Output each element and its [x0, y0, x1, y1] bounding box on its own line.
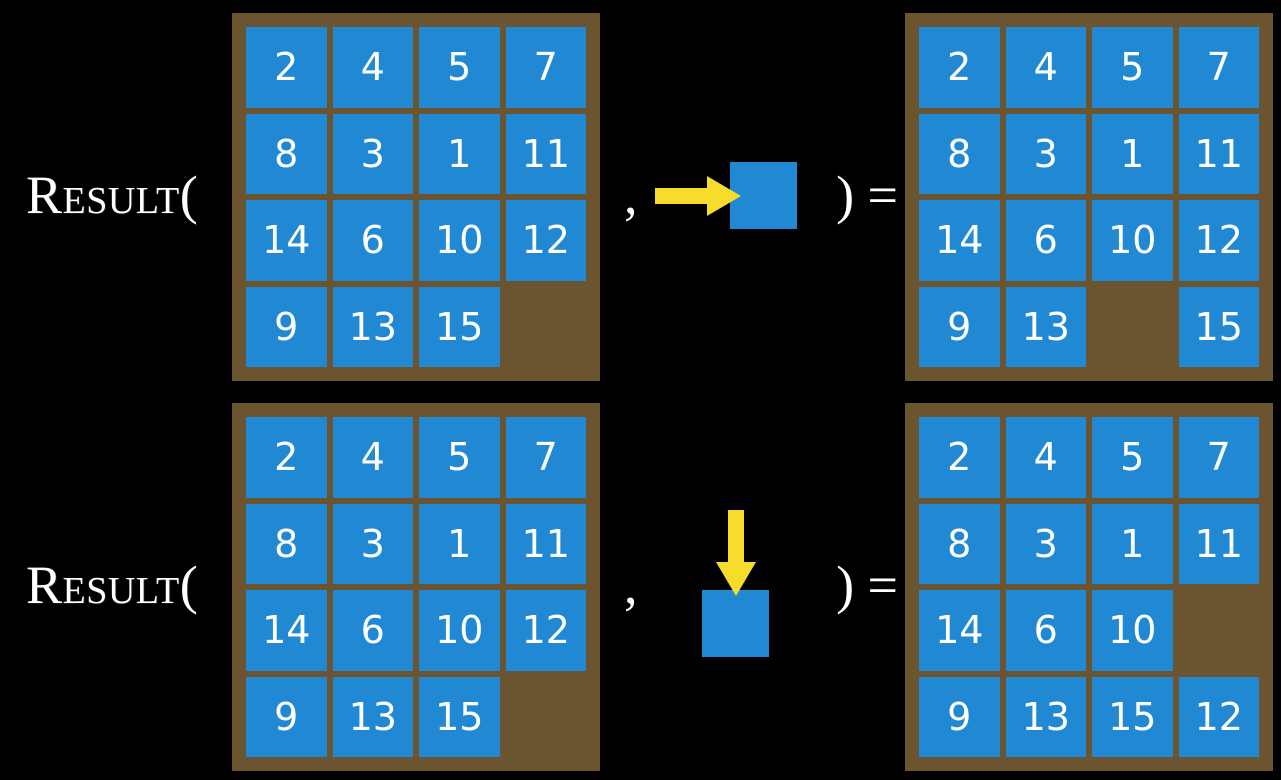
tile[interactable]: 6 — [332, 590, 413, 671]
arrow-right-icon — [655, 176, 741, 216]
tile[interactable]: 5 — [1092, 417, 1173, 498]
tile[interactable]: 3 — [332, 503, 413, 584]
result-label-row-2: Result( — [26, 555, 199, 615]
tile[interactable]: 12 — [1178, 676, 1259, 757]
result-label-row-1: Result( — [26, 165, 199, 225]
blank-tile — [1179, 590, 1260, 671]
equation-row-2: Result( 2 4 5 7 8 3 1 11 14 6 10 12 9 13… — [0, 390, 1281, 780]
blank-tile — [1092, 287, 1173, 368]
tile[interactable]: 1 — [419, 113, 500, 194]
tile-grid: 2 4 5 7 8 3 1 11 14 6 10 9 13 15 12 — [919, 417, 1259, 757]
tile[interactable]: 6 — [1005, 590, 1086, 671]
tile-grid: 2 4 5 7 8 3 1 11 14 6 10 12 9 13 15 — [919, 27, 1259, 367]
tile-grid: 2 4 5 7 8 3 1 11 14 6 10 12 9 13 15 — [246, 27, 586, 367]
tile[interactable]: 6 — [1005, 200, 1086, 281]
tile-grid: 2 4 5 7 8 3 1 11 14 6 10 12 9 13 15 — [246, 417, 586, 757]
tile[interactable]: 7 — [505, 27, 586, 108]
tile[interactable]: 8 — [919, 503, 1000, 584]
tile[interactable]: 11 — [505, 113, 586, 194]
tile[interactable]: 1 — [419, 503, 500, 584]
tile[interactable]: 8 — [919, 113, 1000, 194]
input-board-row-2: 2 4 5 7 8 3 1 11 14 6 10 12 9 13 15 — [232, 403, 600, 771]
tile[interactable]: 4 — [1005, 27, 1086, 108]
tile[interactable]: 10 — [419, 590, 500, 671]
action-figure — [600, 390, 900, 780]
tile[interactable]: 8 — [246, 503, 327, 584]
blank-tile — [506, 287, 587, 368]
blank-tile — [506, 677, 587, 758]
tile[interactable]: 2 — [919, 417, 1000, 498]
tile[interactable]: 12 — [1178, 200, 1259, 281]
tile[interactable]: 9 — [919, 676, 1000, 757]
tile[interactable]: 12 — [505, 590, 586, 671]
input-board-row-1: 2 4 5 7 8 3 1 11 14 6 10 12 9 13 15 — [232, 13, 600, 381]
arrow-down-icon — [716, 510, 756, 596]
tile[interactable]: 13 — [332, 676, 413, 757]
tile[interactable]: 11 — [1178, 503, 1259, 584]
tile[interactable]: 10 — [419, 200, 500, 281]
tile[interactable]: 14 — [246, 590, 327, 671]
tile[interactable]: 5 — [419, 417, 500, 498]
tile[interactable]: 5 — [1092, 27, 1173, 108]
action-tile[interactable] — [730, 162, 797, 229]
action-zone-row-2: , ) = — [600, 390, 900, 780]
comma-separator: , — [624, 165, 638, 225]
tile[interactable]: 2 — [919, 27, 1000, 108]
tile[interactable]: 14 — [919, 200, 1000, 281]
tile[interactable]: 4 — [332, 27, 413, 108]
tile[interactable]: 15 — [419, 676, 500, 757]
comma-separator: , — [624, 555, 638, 615]
output-board-row-2: 2 4 5 7 8 3 1 11 14 6 10 9 13 15 12 — [905, 403, 1273, 771]
close-paren-equals: ) = — [836, 165, 898, 225]
tile[interactable]: 5 — [419, 27, 500, 108]
tile[interactable]: 7 — [1178, 417, 1259, 498]
action-zone-row-1: , ) = — [600, 0, 900, 390]
tile[interactable]: 9 — [246, 286, 327, 367]
tile[interactable]: 1 — [1092, 113, 1173, 194]
tile[interactable]: 10 — [1092, 590, 1173, 671]
tile[interactable]: 9 — [246, 676, 327, 757]
close-paren-equals: ) = — [836, 555, 898, 615]
output-board-row-1: 2 4 5 7 8 3 1 11 14 6 10 12 9 13 15 — [905, 13, 1273, 381]
equation-row-1: Result( 2 4 5 7 8 3 1 11 14 6 10 12 9 13… — [26, 0, 1273, 390]
tile[interactable]: 13 — [332, 286, 413, 367]
tile[interactable]: 7 — [505, 417, 586, 498]
tile[interactable]: 11 — [1178, 113, 1259, 194]
action-figure — [600, 0, 900, 390]
tile[interactable]: 6 — [332, 200, 413, 281]
tile[interactable]: 11 — [505, 503, 586, 584]
tile[interactable]: 14 — [246, 200, 327, 281]
tile[interactable]: 3 — [1005, 503, 1086, 584]
tile[interactable]: 1 — [1092, 503, 1173, 584]
tile[interactable]: 15 — [419, 286, 500, 367]
tile[interactable]: 4 — [332, 417, 413, 498]
tile[interactable]: 2 — [246, 417, 327, 498]
tile[interactable]: 3 — [1005, 113, 1086, 194]
tile[interactable]: 9 — [919, 286, 1000, 367]
tile[interactable]: 15 — [1092, 676, 1173, 757]
tile[interactable]: 2 — [246, 27, 327, 108]
tile[interactable]: 7 — [1178, 27, 1259, 108]
action-tile[interactable] — [702, 590, 769, 657]
tile[interactable]: 10 — [1092, 200, 1173, 281]
tile[interactable]: 13 — [1005, 286, 1086, 367]
tile[interactable]: 12 — [505, 200, 586, 281]
tile[interactable]: 3 — [332, 113, 413, 194]
tile[interactable]: 13 — [1005, 676, 1086, 757]
tile[interactable]: 15 — [1178, 286, 1259, 367]
tile[interactable]: 4 — [1005, 417, 1086, 498]
tile[interactable]: 14 — [919, 590, 1000, 671]
tile[interactable]: 8 — [246, 113, 327, 194]
